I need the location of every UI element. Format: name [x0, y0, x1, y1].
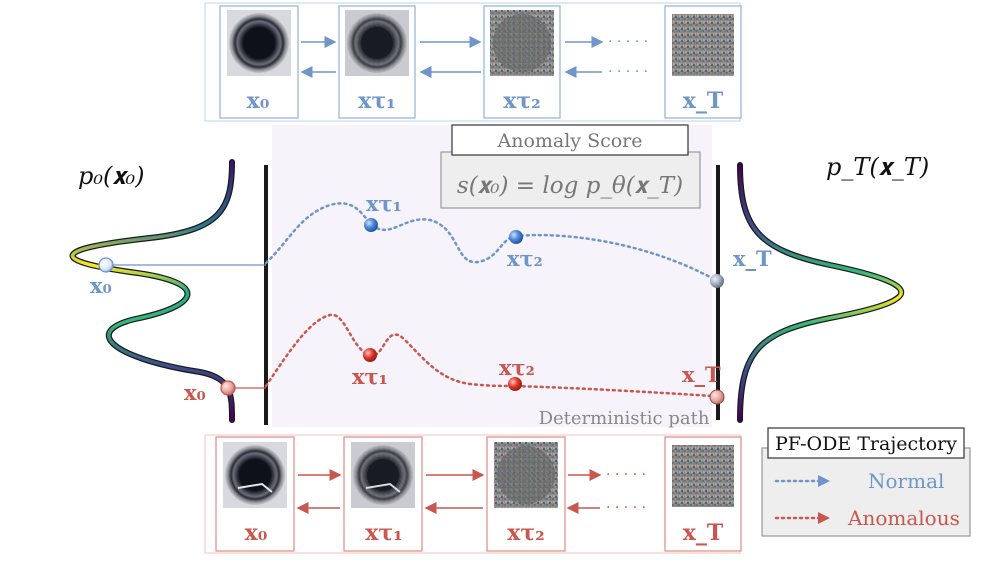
anomalous-xT-label: 𝐱_T: [682, 362, 721, 387]
top-row-frames: 𝐱₀ 𝐱τ₁ 𝐱τ₂ 𝐱_T: [204, 2, 742, 122]
anomalous-x0-point: [220, 380, 236, 396]
bottom-frame-x0-label: 𝐱₀: [245, 520, 268, 546]
top-frame-xT: 𝐱_T: [664, 5, 742, 119]
legend-anomalous-label: Anomalous: [847, 506, 960, 530]
anomalous-xt1-point: [363, 348, 377, 362]
normal-trajectory: 𝐱₀ 𝐱τ₁ 𝐱τ₂ 𝐱_T: [90, 191, 772, 298]
right-distribution: p_T(𝐱_T): [716, 153, 929, 423]
top-frame-xt1: 𝐱τ₁: [338, 5, 416, 119]
bottom-frame-x0: 𝐱₀: [215, 436, 295, 552]
legend-title: PF-ODE Trajectory: [775, 433, 957, 455]
bottom-ellipsis-upper: · · · · ·: [606, 467, 646, 483]
top-frame-xt1-label: 𝐱τ₁: [358, 88, 396, 114]
anomalous-trajectory: 𝐱₀ 𝐱τ₁ 𝐱τ₂ 𝐱_T: [184, 313, 725, 405]
normal-x0-label: 𝐱₀: [90, 273, 112, 298]
normal-xt2-label: 𝐱τ₂: [507, 246, 543, 271]
deterministic-path-label: Deterministic path: [539, 408, 710, 429]
legend: PF-ODE Trajectory Normal Anomalous: [761, 427, 971, 537]
pT-label: p_T(𝐱_T): [826, 153, 929, 181]
bottom-ellipsis-lower: · · · · ·: [606, 500, 646, 516]
normal-xt1-point: [364, 218, 378, 232]
top-frame-xT-label: 𝐱_T: [683, 88, 724, 114]
anomalous-xt2-point: [508, 377, 522, 391]
bottom-row-frames: 𝐱₀ 𝐱τ₁ 𝐱τ₂ 𝐱_T · · · · ·: [204, 434, 742, 554]
top-ellipsis-lower: · · · · ·: [608, 64, 648, 80]
anomalous-xt2-label: 𝐱τ₂: [499, 355, 535, 380]
bottom-frame-xt2: 𝐱τ₂: [486, 436, 566, 552]
normal-xt1-label: 𝐱τ₁: [366, 191, 402, 216]
top-frame-xt2-label: 𝐱τ₂: [503, 88, 541, 114]
normal-xT-point: [710, 274, 724, 288]
legend-normal-label: Normal: [868, 469, 944, 493]
p0-label: p₀(𝐱₀): [78, 162, 145, 190]
top-frame-x0: 𝐱₀: [219, 5, 299, 119]
anomaly-score-box: Anomaly Score s(𝐱₀) = log p_θ(𝐱_T): [440, 124, 701, 209]
anomalous-x0-label: 𝐱₀: [184, 380, 206, 405]
right-density-curve: [738, 163, 903, 422]
top-ellipsis-upper: · · · · ·: [608, 34, 648, 50]
left-density-curve: [71, 160, 234, 422]
anomaly-score-formula: s(𝐱₀) = log p_θ(𝐱_T): [457, 173, 683, 199]
anomalous-xt1-label: 𝐱τ₁: [352, 364, 388, 389]
normal-xt2-point: [509, 230, 523, 244]
top-frame-x0-label: 𝐱₀: [247, 88, 270, 114]
bottom-frame-xt1: 𝐱τ₁: [343, 436, 423, 552]
top-frame-xt2: 𝐱τ₂: [483, 5, 561, 119]
normal-xT-label: 𝐱_T: [733, 246, 772, 271]
normal-path: [264, 202, 714, 280]
bottom-frame-xt2-label: 𝐱τ₂: [507, 520, 545, 546]
left-distribution: p₀(𝐱₀): [69, 159, 268, 425]
anomaly-score-title: Anomaly Score: [496, 130, 642, 152]
anomalous-path: [264, 313, 714, 398]
bottom-frame-xt1-label: 𝐱τ₁: [365, 520, 403, 546]
anomalous-xT-point: [709, 389, 725, 405]
bottom-frame-xT: 𝐱_T: [664, 436, 742, 552]
bottom-frame-xT-label: 𝐱_T: [683, 520, 724, 546]
normal-x0-point: [98, 257, 114, 273]
